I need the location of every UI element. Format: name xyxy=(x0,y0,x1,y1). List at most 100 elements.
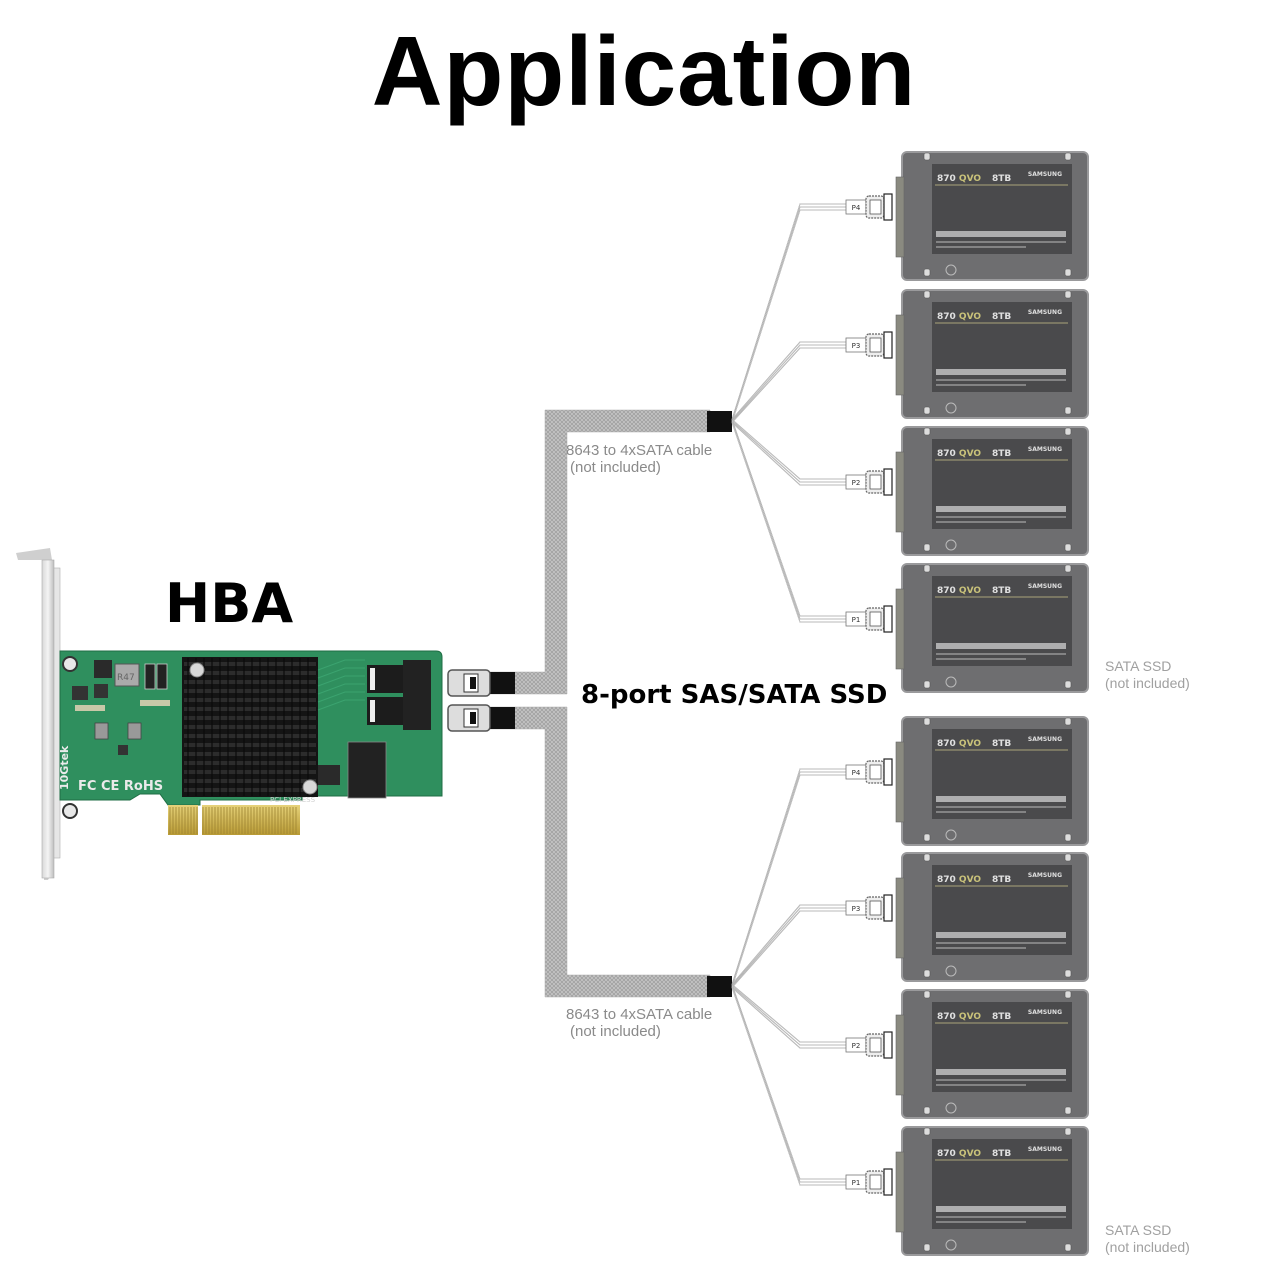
sata-ssd: 870 QVO 8TB SAMSUNG xyxy=(895,426,1089,556)
cable-label-lower: 8643 to 4xSATA cable (not included) xyxy=(566,1006,712,1040)
sata-fanout-wire xyxy=(731,203,848,423)
ssd-model: 870 QVO xyxy=(937,1012,981,1022)
ssd-model: 870 QVO xyxy=(937,1149,981,1159)
screw-hole-icon xyxy=(62,803,78,819)
ssd-model: 870 QVO xyxy=(937,586,981,596)
center-label: 8-port SAS/SATA SSD xyxy=(581,680,888,710)
sata-fanout-wire xyxy=(731,419,848,623)
ssd-note-line2: (not included) xyxy=(1105,675,1190,691)
ssd-capacity: 8TB xyxy=(992,875,1011,885)
ssd-brand: SAMSUNG xyxy=(1028,1146,1062,1153)
sata-port-tag: P4 xyxy=(845,764,867,780)
ssd-brand: SAMSUNG xyxy=(1028,171,1062,178)
port-tag-label: P1 xyxy=(852,1179,861,1187)
port-tag-label: P2 xyxy=(852,479,861,487)
ssd-brand: SAMSUNG xyxy=(1028,446,1062,453)
ssd-capacity: 8TB xyxy=(992,1149,1011,1159)
sata-connector[interactable] xyxy=(865,331,893,359)
port-tag-label: P4 xyxy=(852,769,861,777)
ssd-capacity: 8TB xyxy=(992,739,1011,749)
ssd-model: 870 QVO xyxy=(937,875,981,885)
ssd-brand: SAMSUNG xyxy=(1028,583,1062,590)
sata-connector[interactable] xyxy=(865,605,893,633)
sata-connector[interactable] xyxy=(865,1168,893,1196)
sata-port-tag: P2 xyxy=(845,1037,867,1053)
cable-breakout-head xyxy=(707,976,732,997)
sata-port-tag: P1 xyxy=(845,611,867,627)
ssd-note-line2: (not included) xyxy=(1105,1239,1190,1255)
sata-ssd: 870 QVO 8TB SAMSUNG xyxy=(895,989,1089,1119)
cable-label-line1: 8643 to 4xSATA cable xyxy=(566,1006,713,1023)
ssd-capacity: 8TB xyxy=(992,174,1011,184)
ssd-note-line1: SATA SSD xyxy=(1105,658,1172,674)
sata-fanout-wire xyxy=(731,984,848,1049)
port-tag-label: P3 xyxy=(852,342,861,350)
hba-card: R47 FC CE RoHS 10Gtek PCI EXPRESS xyxy=(16,548,443,880)
sata-port-tag: P2 xyxy=(845,474,867,490)
cable-breakout-head xyxy=(707,411,732,432)
cable-lower xyxy=(489,706,732,998)
cable-label-line2: (not included) xyxy=(570,1023,661,1040)
pci-express-mark: PCI EXPRESS xyxy=(270,796,316,804)
ssd-model: 870 QVO xyxy=(937,739,981,749)
sff8643-plug-lower[interactable] xyxy=(447,704,491,732)
ssd-note-line1: SATA SSD xyxy=(1105,1222,1172,1238)
sata-ssd: 870 QVO 8TB SAMSUNG xyxy=(895,716,1089,846)
sata-port-tag: P3 xyxy=(845,900,867,916)
inductor xyxy=(114,663,140,687)
ssd-brand: SAMSUNG xyxy=(1028,309,1062,316)
sata-ssd: 870 QVO 8TB SAMSUNG xyxy=(895,852,1089,982)
ssd-brand: SAMSUNG xyxy=(1028,736,1062,743)
hba-label: HBA xyxy=(165,572,294,635)
ssd-model: 870 QVO xyxy=(937,174,981,184)
sata-connector[interactable] xyxy=(865,1031,893,1059)
cable-label-upper: 8643 to 4xSATA cable (not included) xyxy=(566,442,712,476)
ssd-model: 870 QVO xyxy=(937,449,981,459)
sata-connector[interactable] xyxy=(865,894,893,922)
sata-connector[interactable] xyxy=(865,468,893,496)
sata-ssd: 870 QVO 8TB SAMSUNG xyxy=(895,1126,1089,1256)
page-title: Application xyxy=(371,16,917,126)
ssd-brand: SAMSUNG xyxy=(1028,872,1062,879)
ssd-capacity: 8TB xyxy=(992,586,1011,596)
sff8643-port[interactable] xyxy=(367,660,431,696)
sata-port-tag: P4 xyxy=(845,199,867,215)
sata-port-tag: P3 xyxy=(845,337,867,353)
sata-fanout-wire xyxy=(731,984,848,1186)
cable-label-line1: 8643 to 4xSATA cable xyxy=(566,442,713,459)
pci-bracket xyxy=(16,548,61,880)
sata-port-tag: P1 xyxy=(845,1174,867,1190)
sata-ssd: 870 QVO 8TB SAMSUNG xyxy=(895,563,1089,693)
port-tag-label: P4 xyxy=(852,204,861,212)
ssd-capacity: 8TB xyxy=(992,1012,1011,1022)
cable-label-line2: (not included) xyxy=(570,459,661,476)
sata-fanout-wire xyxy=(731,904,848,988)
sff8643-port[interactable] xyxy=(367,696,431,730)
sata-connector[interactable] xyxy=(865,758,893,786)
sff8643-plug-upper[interactable] xyxy=(447,669,491,697)
port-tag-label: P3 xyxy=(852,905,861,913)
certification-marks: FC CE RoHS xyxy=(78,779,163,794)
sata-fanout-wire xyxy=(731,419,848,486)
ssd-brand: SAMSUNG xyxy=(1028,1009,1062,1016)
cable-upper xyxy=(489,409,732,695)
heatsink xyxy=(182,657,318,797)
brand-mark: 10Gtek xyxy=(58,745,71,790)
port-tag-label: P2 xyxy=(852,1042,861,1050)
sata-fanout-wire xyxy=(731,768,848,988)
sata-ssd: 870 QVO 8TB SAMSUNG xyxy=(895,289,1089,419)
sata-fanout-wire xyxy=(731,341,848,423)
sata-connector[interactable] xyxy=(865,193,893,221)
ssd-note-upper: SATA SSD (not included) xyxy=(1105,658,1190,692)
ssd-model: 870 QVO xyxy=(937,312,981,322)
ssd-capacity: 8TB xyxy=(992,312,1011,322)
ssd-capacity: 8TB xyxy=(992,449,1011,459)
pcie-gold-fingers xyxy=(168,805,300,835)
controller-chip xyxy=(347,741,387,799)
ssd-note-lower: SATA SSD (not included) xyxy=(1105,1222,1190,1256)
port-tag-label: P1 xyxy=(852,616,861,624)
inductor-mark: R47 xyxy=(117,673,135,683)
sata-ssd: 870 QVO 8TB SAMSUNG xyxy=(895,151,1089,281)
screw-hole-icon xyxy=(62,656,78,672)
